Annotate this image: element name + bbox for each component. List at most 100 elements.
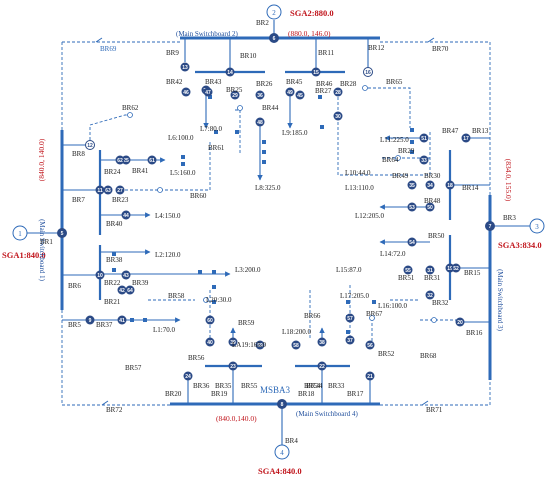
svg-text:L5:160.0: L5:160.0 (170, 169, 196, 177)
svg-text:BR61: BR61 (208, 144, 225, 152)
svg-text:15: 15 (313, 70, 319, 76)
svg-text:BR39: BR39 (132, 279, 149, 287)
svg-text:56: 56 (367, 343, 373, 349)
label-sb3: (Main Switchboard 3) (496, 269, 504, 331)
svg-text:2: 2 (272, 9, 276, 17)
svg-text:50: 50 (427, 205, 433, 211)
svg-text:L10:44.0: L10:44.0 (345, 169, 371, 177)
svg-text:60: 60 (207, 318, 213, 324)
svg-text:21: 21 (367, 374, 373, 380)
svg-text:BR40: BR40 (106, 220, 123, 228)
node-9: 9 (85, 315, 95, 325)
node-48: 48 (255, 117, 265, 127)
node-30: 30 (333, 111, 343, 121)
node-54: 54 (407, 237, 417, 247)
node-43: 43 (121, 270, 131, 280)
svg-text:29: 29 (232, 93, 238, 99)
node-44: 44 (121, 210, 131, 220)
node-58: 58 (291, 340, 301, 350)
label-msba3: MSBA3 (260, 385, 291, 395)
svg-text:BR70: BR70 (432, 45, 449, 53)
svg-text:23: 23 (230, 364, 236, 370)
svg-text:41: 41 (119, 318, 125, 324)
svg-text:BR36: BR36 (193, 382, 210, 390)
svg-text:L1:70.0: L1:70.0 (153, 326, 175, 334)
node-37: 37 (345, 335, 355, 345)
svg-text:40: 40 (207, 340, 213, 346)
open-switches (127, 85, 437, 323)
svg-text:18: 18 (447, 183, 453, 189)
generator-4: 4 SGA4:840.0 (840.0,140.0) (216, 414, 302, 476)
svg-text:BR68: BR68 (420, 352, 437, 360)
svg-text:BR44: BR44 (262, 104, 279, 112)
svg-text:L7:80.0: L7:80.0 (200, 125, 222, 133)
svg-text:BR29: BR29 (398, 147, 415, 155)
svg-text:SGA2:880.0: SGA2:880.0 (290, 8, 334, 18)
node-24: 24 (183, 371, 193, 381)
svg-text:BR13: BR13 (472, 127, 489, 135)
svg-text:45: 45 (297, 93, 303, 99)
svg-text:BR27: BR27 (315, 87, 332, 95)
svg-text:BR62: BR62 (122, 104, 139, 112)
svg-text:BR45: BR45 (286, 78, 303, 86)
node-41: 41 (117, 315, 127, 325)
svg-text:7: 7 (489, 224, 492, 230)
svg-text:BR60: BR60 (190, 192, 207, 200)
svg-text:31: 31 (427, 268, 433, 274)
svg-text:L18:200.0: L18:200.0 (282, 328, 311, 336)
svg-text:BR5: BR5 (68, 321, 81, 329)
svg-text:BR14: BR14 (462, 184, 479, 192)
svg-text:47: 47 (205, 90, 211, 96)
svg-text:BR30: BR30 (424, 172, 441, 180)
svg-text:BR21: BR21 (104, 298, 121, 306)
svg-text:9: 9 (89, 318, 92, 324)
svg-text:5: 5 (61, 231, 64, 237)
svg-text:BR12: BR12 (368, 44, 385, 52)
svg-text:33: 33 (421, 158, 427, 164)
svg-text:13: 13 (182, 65, 188, 71)
svg-text:25: 25 (123, 158, 129, 164)
label-sb1: (Main Switchboard 1) (38, 219, 46, 281)
node-31: 31 (425, 265, 435, 275)
svg-text:BR38: BR38 (106, 256, 123, 264)
svg-text:52: 52 (453, 266, 459, 272)
node-34: 34 (425, 180, 435, 190)
svg-text:43: 43 (123, 273, 129, 279)
svg-text:BR22: BR22 (104, 279, 121, 287)
svg-text:BR23: BR23 (112, 196, 129, 204)
svg-text:BR20: BR20 (165, 390, 182, 398)
main-buses (60, 36, 492, 406)
node-46: 46 (181, 87, 191, 97)
svg-text:27: 27 (117, 188, 123, 194)
node-21: 21 (365, 371, 375, 381)
node-39: 39 (228, 337, 238, 347)
svg-text:BR31: BR31 (424, 274, 441, 282)
svg-text:BR16: BR16 (466, 329, 483, 337)
svg-text:L15:87.0: L15:87.0 (336, 266, 362, 274)
svg-text:L6:100.0: L6:100.0 (168, 134, 194, 142)
node-29: 29 (230, 90, 240, 100)
svg-text:L14:72.0: L14:72.0 (380, 250, 406, 258)
node-16: 16 (363, 67, 373, 77)
svg-text:(840.0,140.0): (840.0,140.0) (216, 414, 257, 423)
svg-text:L8:325.0: L8:325.0 (255, 184, 281, 192)
svg-text:10: 10 (97, 273, 103, 279)
svg-text:55: 55 (405, 268, 411, 274)
svg-text:BR4: BR4 (285, 437, 298, 445)
svg-text:BR2: BR2 (256, 19, 269, 27)
node-62: 62 (115, 155, 125, 165)
svg-text:48: 48 (257, 120, 263, 126)
svg-text:BR69: BR69 (100, 45, 117, 53)
svg-text:BR56: BR56 (188, 354, 205, 362)
svg-text:(880.0, 146.0): (880.0, 146.0) (288, 29, 331, 38)
svg-text:28: 28 (335, 90, 341, 96)
svg-text:L12:205.0: L12:205.0 (355, 212, 384, 220)
svg-text:16: 16 (365, 70, 371, 76)
node-22: 22 (317, 361, 327, 371)
svg-text:64: 64 (127, 288, 133, 294)
svg-text:L4:150.0: L4:150.0 (155, 212, 181, 220)
node-56: 56 (365, 340, 375, 350)
svg-text:LA19:165.0: LA19:165.0 (232, 341, 267, 349)
svg-text:BR17: BR17 (347, 390, 364, 398)
